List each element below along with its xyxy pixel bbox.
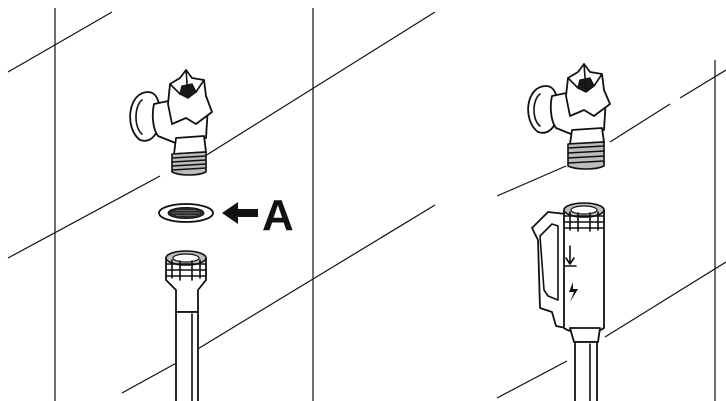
- callout-label: A: [262, 191, 294, 240]
- wall-tile-lines: [7, 8, 436, 401]
- down-marker-icon: [563, 245, 577, 267]
- hose: [574, 341, 598, 401]
- filter-washer: [158, 203, 214, 223]
- hose-coupling: [165, 250, 207, 313]
- panel-left: A: [7, 8, 436, 401]
- hose: [175, 311, 199, 401]
- panel-right: [496, 60, 726, 401]
- water-tap: [527, 63, 611, 145]
- tap-thread: [171, 151, 207, 176]
- wall-tile-lines: [496, 60, 726, 401]
- callout-a: A: [222, 191, 294, 240]
- lightning-icon: [569, 282, 578, 302]
- water-tap: [129, 69, 213, 155]
- safety-valve-housing: [531, 202, 605, 343]
- tap-thread: [567, 141, 605, 170]
- arrow-left-icon: [222, 202, 258, 224]
